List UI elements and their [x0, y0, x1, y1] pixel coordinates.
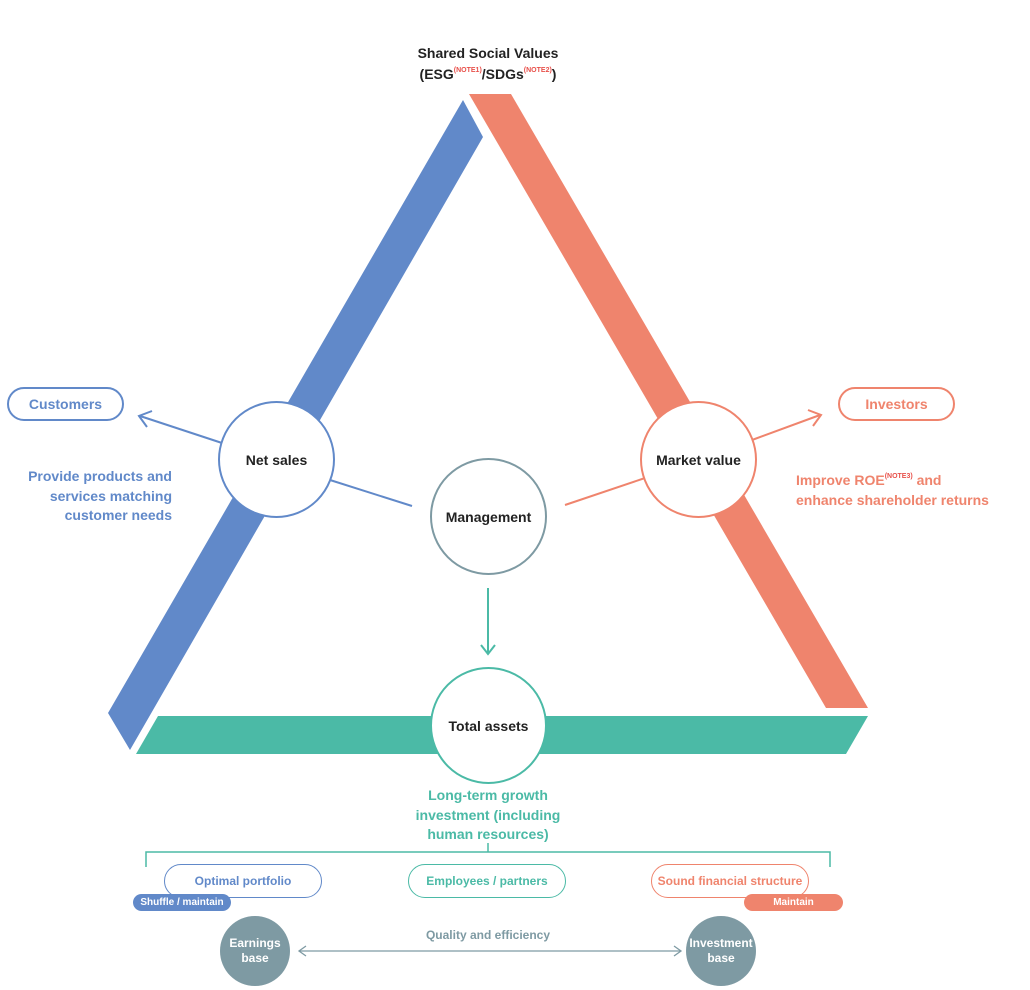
note3-superscript: (NOTE3) — [884, 473, 913, 480]
maintain-tag: Maintain — [744, 894, 843, 911]
customers-desc-line3: customer needs — [64, 507, 172, 523]
investment-base-node: Investment base — [686, 916, 756, 986]
employees-partners-label: Employees / partners — [426, 874, 548, 888]
investors-label: Investors — [865, 396, 928, 412]
customers-arrowhead — [137, 410, 153, 428]
growth-description: Long-term growth investment (including h… — [380, 786, 596, 845]
esg-label: ESG — [424, 66, 454, 82]
maintain-label: Maintain — [773, 897, 814, 908]
investors-arrow — [751, 414, 821, 441]
sound-financial-pill: Sound financial structure — [651, 864, 809, 898]
growth-desc-line2: investment (including — [415, 806, 561, 823]
improve-roe-text: Improve ROE — [796, 472, 885, 488]
management-label: Management — [445, 508, 532, 525]
optimal-portfolio-pill: Optimal portfolio — [164, 864, 322, 898]
customers-desc-line1: Provide products and — [28, 468, 172, 484]
note1-superscript: (NOTE1) — [453, 67, 482, 74]
earnings-base-line1: Earnings — [229, 936, 281, 950]
customers-label: Customers — [28, 396, 103, 412]
customers-pill: Customers — [7, 387, 124, 421]
marketvalue-to-management-line — [564, 477, 646, 506]
employees-partners-pill: Employees / partners — [408, 864, 566, 898]
quality-arrowhead-left — [297, 945, 307, 957]
management-to-assets-arrowhead — [480, 644, 496, 656]
investors-pill: Investors — [838, 387, 955, 421]
sound-financial-label: Sound financial structure — [657, 874, 803, 888]
shared-social-values-title: Shared Social Values (ESG(NOTE1)/SDGs(NO… — [380, 44, 596, 83]
and-text: and — [912, 472, 942, 488]
market-value-label: Market value — [656, 451, 741, 468]
customers-description: Provide products and services matching c… — [10, 467, 172, 526]
investors-desc-line1: Improve ROE(NOTE3) and — [796, 467, 1021, 491]
customers-arrow — [139, 415, 223, 444]
net-sales-node: Net sales — [218, 401, 335, 518]
total-assets-label: Total assets — [448, 717, 529, 734]
optimal-portfolio-label: Optimal portfolio — [194, 874, 292, 888]
investment-base-line1: Investment — [689, 936, 753, 950]
sdgs-label: /SDGs — [481, 66, 524, 82]
coral-band — [469, 94, 868, 708]
market-value-node: Market value — [640, 401, 757, 518]
title-line1: Shared Social Values — [417, 45, 559, 61]
growth-desc-line1: Long-term growth — [428, 787, 548, 803]
earnings-base-node: Earnings base — [220, 916, 290, 986]
total-assets-node: Total assets — [430, 667, 547, 784]
investment-base-line2: base — [707, 951, 735, 965]
customers-desc-line2: services matching — [49, 487, 172, 504]
investors-description: Improve ROE(NOTE3) and enhance sharehold… — [796, 467, 1021, 510]
earnings-base-line2: base — [241, 951, 269, 965]
quality-efficiency-label: Quality and efficiency — [425, 928, 551, 942]
growth-desc-line3: human resources) — [427, 826, 549, 842]
title-line2: (ESG(NOTE1)/SDGs(NOTE2)) — [419, 66, 557, 82]
management-node: Management — [430, 458, 547, 575]
investors-arrowhead — [807, 409, 823, 427]
note2-superscript: (NOTE2) — [523, 67, 552, 74]
netsales-to-management-line — [329, 479, 413, 507]
shuffle-maintain-label: Shuffle / maintain — [140, 897, 224, 908]
investors-desc-line2: enhance shareholder returns — [796, 491, 989, 508]
net-sales-label: Net sales — [245, 451, 308, 468]
shuffle-maintain-tag: Shuffle / maintain — [133, 894, 231, 911]
quality-arrowhead-right — [673, 945, 683, 957]
